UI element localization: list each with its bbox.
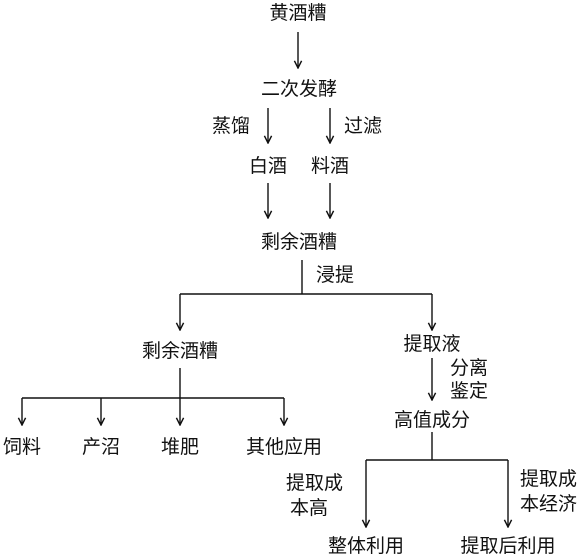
- node-duifei: 堆肥: [160, 436, 199, 458]
- label-cost-high-line2: 本高: [290, 497, 329, 519]
- node-shengyu-jiuzao-top: 剩余酒糟: [260, 231, 337, 253]
- node-siliao: 饲料: [2, 436, 41, 458]
- node-fajiao: 二次发酵: [260, 78, 337, 100]
- label-fenli: 分离: [450, 357, 489, 379]
- node-tiqu-ye: 提取液: [403, 333, 461, 355]
- label-cost-high-line1: 提取成: [286, 472, 344, 494]
- label-guolv: 过滤: [344, 115, 383, 137]
- label-cost-econ-line1: 提取成: [520, 468, 578, 490]
- node-gaozhi-chengfen: 高值成分: [393, 409, 470, 431]
- node-baijiu: 白酒: [248, 155, 287, 177]
- node-zhengti-liyong: 整体利用: [327, 535, 404, 557]
- node-tiqu-hou-liyong: 提取后利用: [460, 535, 556, 557]
- node-chanzhao: 产沼: [81, 436, 120, 458]
- label-cost-econ-line2: 本经济: [520, 493, 578, 515]
- label-jinti: 浸提: [316, 264, 355, 286]
- label-jianding: 鉴定: [450, 380, 489, 402]
- node-shengyu-jiuzao-left: 剩余酒糟: [141, 340, 218, 362]
- label-zhengliu: 蒸馏: [212, 115, 251, 137]
- node-liaojiu: 料酒: [310, 155, 349, 177]
- node-qita-yingyong: 其他应用: [245, 436, 322, 458]
- node-huang-jiuzao: 黄酒糟: [269, 2, 327, 24]
